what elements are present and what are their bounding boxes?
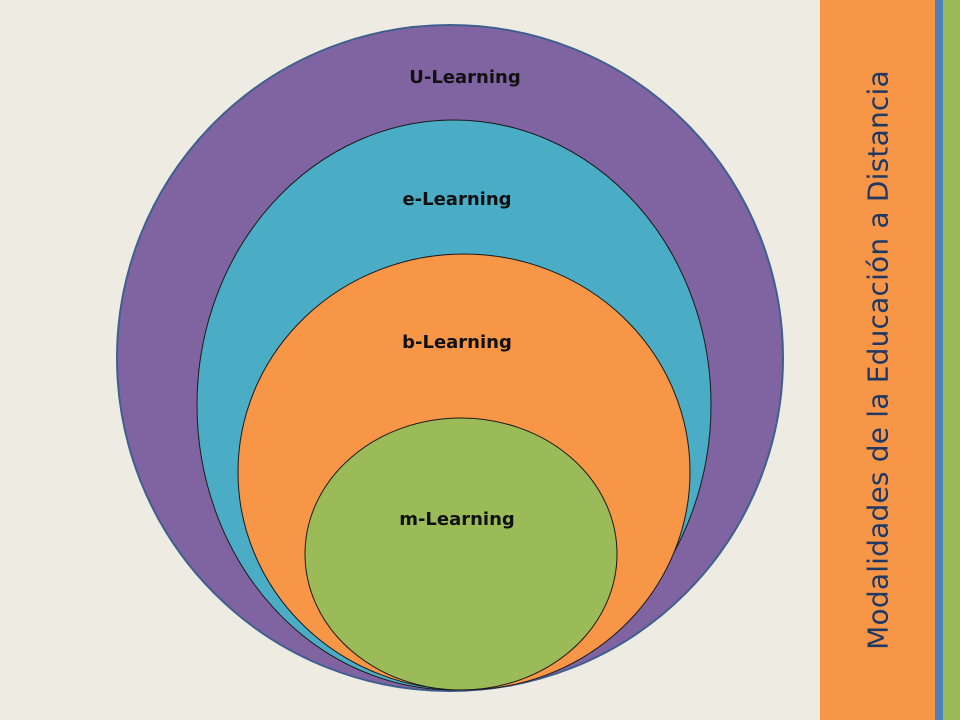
label-u-learning: U-Learning [409, 67, 520, 88]
label-e-learning: e-Learning [402, 189, 511, 210]
page-title: Modalidades de la Educación a Distancia [861, 70, 895, 650]
ring-m-learning [304, 417, 618, 691]
side-panel [820, 0, 935, 720]
label-b-learning: b-Learning [402, 332, 512, 353]
accent-stripe-green [943, 0, 960, 720]
accent-stripe-blue [935, 0, 943, 720]
label-m-learning: m-Learning [399, 509, 515, 530]
nested-learning-diagram: U-Learning e-Learning b-Learning m-Learn… [116, 24, 784, 692]
